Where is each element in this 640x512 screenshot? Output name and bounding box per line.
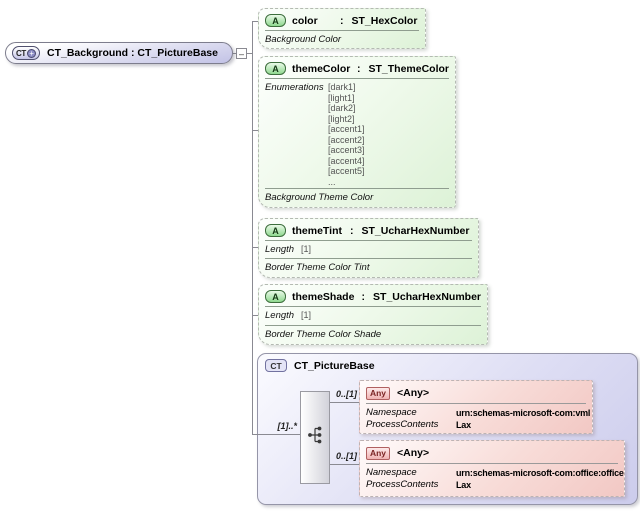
divider (265, 258, 472, 259)
attribute-type: ST_ThemeColor (368, 62, 449, 75)
choice-icon (308, 426, 322, 444)
enumeration-value: [accent2] (328, 134, 365, 145)
any-header: Any <Any> (366, 385, 586, 401)
attribute-name: themeTint (292, 224, 342, 237)
divider (265, 240, 472, 241)
connector-line (252, 247, 258, 248)
base-type-label: CT_PictureBase (294, 359, 375, 372)
any-label: <Any> (397, 387, 430, 399)
enumeration-value: ... (328, 176, 336, 187)
complex-type-icon-text: CT (15, 48, 27, 58)
divider (265, 30, 419, 31)
any-icon: Any (366, 386, 390, 400)
divider (265, 78, 449, 79)
facet-label: Enumerations (265, 82, 324, 93)
attribute-icon: A (265, 290, 286, 303)
complex-type-icon: CT (265, 359, 287, 372)
colon-separator: : (349, 224, 354, 237)
attribute-name: themeColor (292, 62, 351, 75)
any-element-node-vml[interactable]: Any <Any> Namespace urn:schemas-microsof… (359, 380, 593, 434)
namespace-row: Namespace urn:schemas-microsoft-com:offi… (366, 467, 624, 479)
divider (366, 403, 586, 404)
cardinality-label: 0..[1] (335, 389, 357, 399)
attribute-node-themetint[interactable]: A themeTint : ST_UcharHexNumber Length [… (258, 218, 479, 278)
collapse-glyph: – (238, 48, 244, 59)
any-element-node-office[interactable]: Any <Any> Namespace urn:schemas-microsof… (359, 440, 625, 497)
connector-line (330, 402, 359, 403)
process-contents-value: Lax (456, 480, 471, 490)
process-contents-row: ProcessContents Lax (366, 419, 586, 431)
facet-value: [1] (301, 310, 312, 320)
enumeration-value: [accent4] (328, 155, 365, 166)
attribute-annotation: Border Theme Color Shade (265, 329, 382, 340)
enumerations-facet: Enumerations [dark1] [light1] [dark2] [l… (265, 82, 449, 187)
attribute-name: color (292, 14, 318, 27)
complex-type-plus-icon: CT + (12, 46, 40, 60)
attribute-header: A themeShade : ST_UcharHexNumber (265, 288, 481, 305)
attribute-header: A themeTint : ST_UcharHexNumber (265, 222, 472, 239)
attribute-icon: A (265, 62, 286, 75)
attribute-name: themeShade (292, 290, 355, 303)
attribute-type: ST_UcharHexNumber (373, 290, 481, 303)
attribute-annotation: Background Theme Color (265, 192, 374, 203)
any-label: <Any> (397, 447, 430, 459)
namespace-label: Namespace (366, 467, 417, 478)
model-group-indicator[interactable] (300, 391, 330, 484)
attribute-type: ST_HexColor (351, 14, 418, 27)
process-contents-label: ProcessContents (366, 419, 439, 430)
enumeration-value: [dark1] (328, 82, 356, 92)
facet-label: Length (265, 244, 295, 255)
namespace-label: Namespace (366, 407, 417, 418)
connector-line (252, 21, 258, 22)
enumeration-value: [light1] (328, 92, 355, 103)
attribute-node-themeshade[interactable]: A themeShade : ST_UcharHexNumber Length … (258, 284, 488, 345)
attribute-annotation: Background Color (265, 34, 342, 45)
plus-badge: + (27, 48, 37, 58)
namespace-row: Namespace urn:schemas-microsoft-com:vml (366, 407, 590, 419)
length-facet: Length [1] (265, 310, 481, 321)
connector-line (252, 315, 258, 316)
any-icon: Any (366, 446, 390, 460)
attribute-type: ST_UcharHexNumber (361, 224, 470, 237)
attribute-icon: A (265, 224, 286, 237)
process-contents-value: Lax (456, 420, 471, 430)
namespace-value: urn:schemas-microsoft-com:office:office (456, 468, 624, 478)
enumeration-value: [accent5] (328, 166, 365, 176)
attribute-header: A color : ST_HexColor (265, 12, 419, 29)
connector-line (252, 434, 300, 435)
colon-separator: : (340, 14, 344, 27)
connector-line (252, 130, 258, 131)
connector-line (330, 464, 359, 465)
attribute-icon: A (265, 14, 286, 27)
enumeration-value: [dark2] (328, 103, 356, 113)
process-contents-row: ProcessContents Lax (366, 479, 618, 491)
root-node-ct-background[interactable]: CT + CT_Background : CT_PictureBase (5, 42, 233, 64)
facet-label: Length (265, 310, 295, 321)
divider (265, 325, 481, 326)
attribute-node-themecolor[interactable]: A themeColor : ST_ThemeColor Enumeration… (258, 56, 456, 208)
collapse-handle[interactable]: – (236, 48, 247, 59)
enumeration-value: [light2] (328, 113, 355, 124)
cardinality-label: 0..[1] (335, 451, 357, 461)
any-header: Any <Any> (366, 445, 618, 461)
connector-trunk (252, 21, 253, 434)
divider (265, 306, 481, 307)
attribute-annotation: Border Theme Color Tint (265, 262, 370, 273)
attribute-header: A themeColor : ST_ThemeColor (265, 60, 449, 77)
colon-separator: : (361, 290, 366, 303)
length-facet: Length [1] (265, 244, 472, 255)
enumeration-values: [dark1] [light1] [dark2] [light2] [accen… (328, 82, 365, 187)
facet-value: [1] (301, 244, 312, 254)
base-type-header: CT CT_PictureBase (265, 359, 375, 372)
colon-separator: : (356, 62, 361, 75)
attribute-node-color[interactable]: A color : ST_HexColor Background Color (258, 8, 426, 49)
root-node-label: CT_Background : CT_PictureBase (47, 47, 218, 59)
namespace-value: urn:schemas-microsoft-com:vml (456, 408, 591, 418)
process-contents-label: ProcessContents (366, 479, 439, 490)
enumeration-value: [accent1] (328, 124, 365, 134)
enumeration-value: [accent3] (328, 145, 365, 155)
cardinality-label: [1]..* (277, 421, 297, 431)
divider (265, 188, 449, 189)
divider (366, 463, 618, 464)
